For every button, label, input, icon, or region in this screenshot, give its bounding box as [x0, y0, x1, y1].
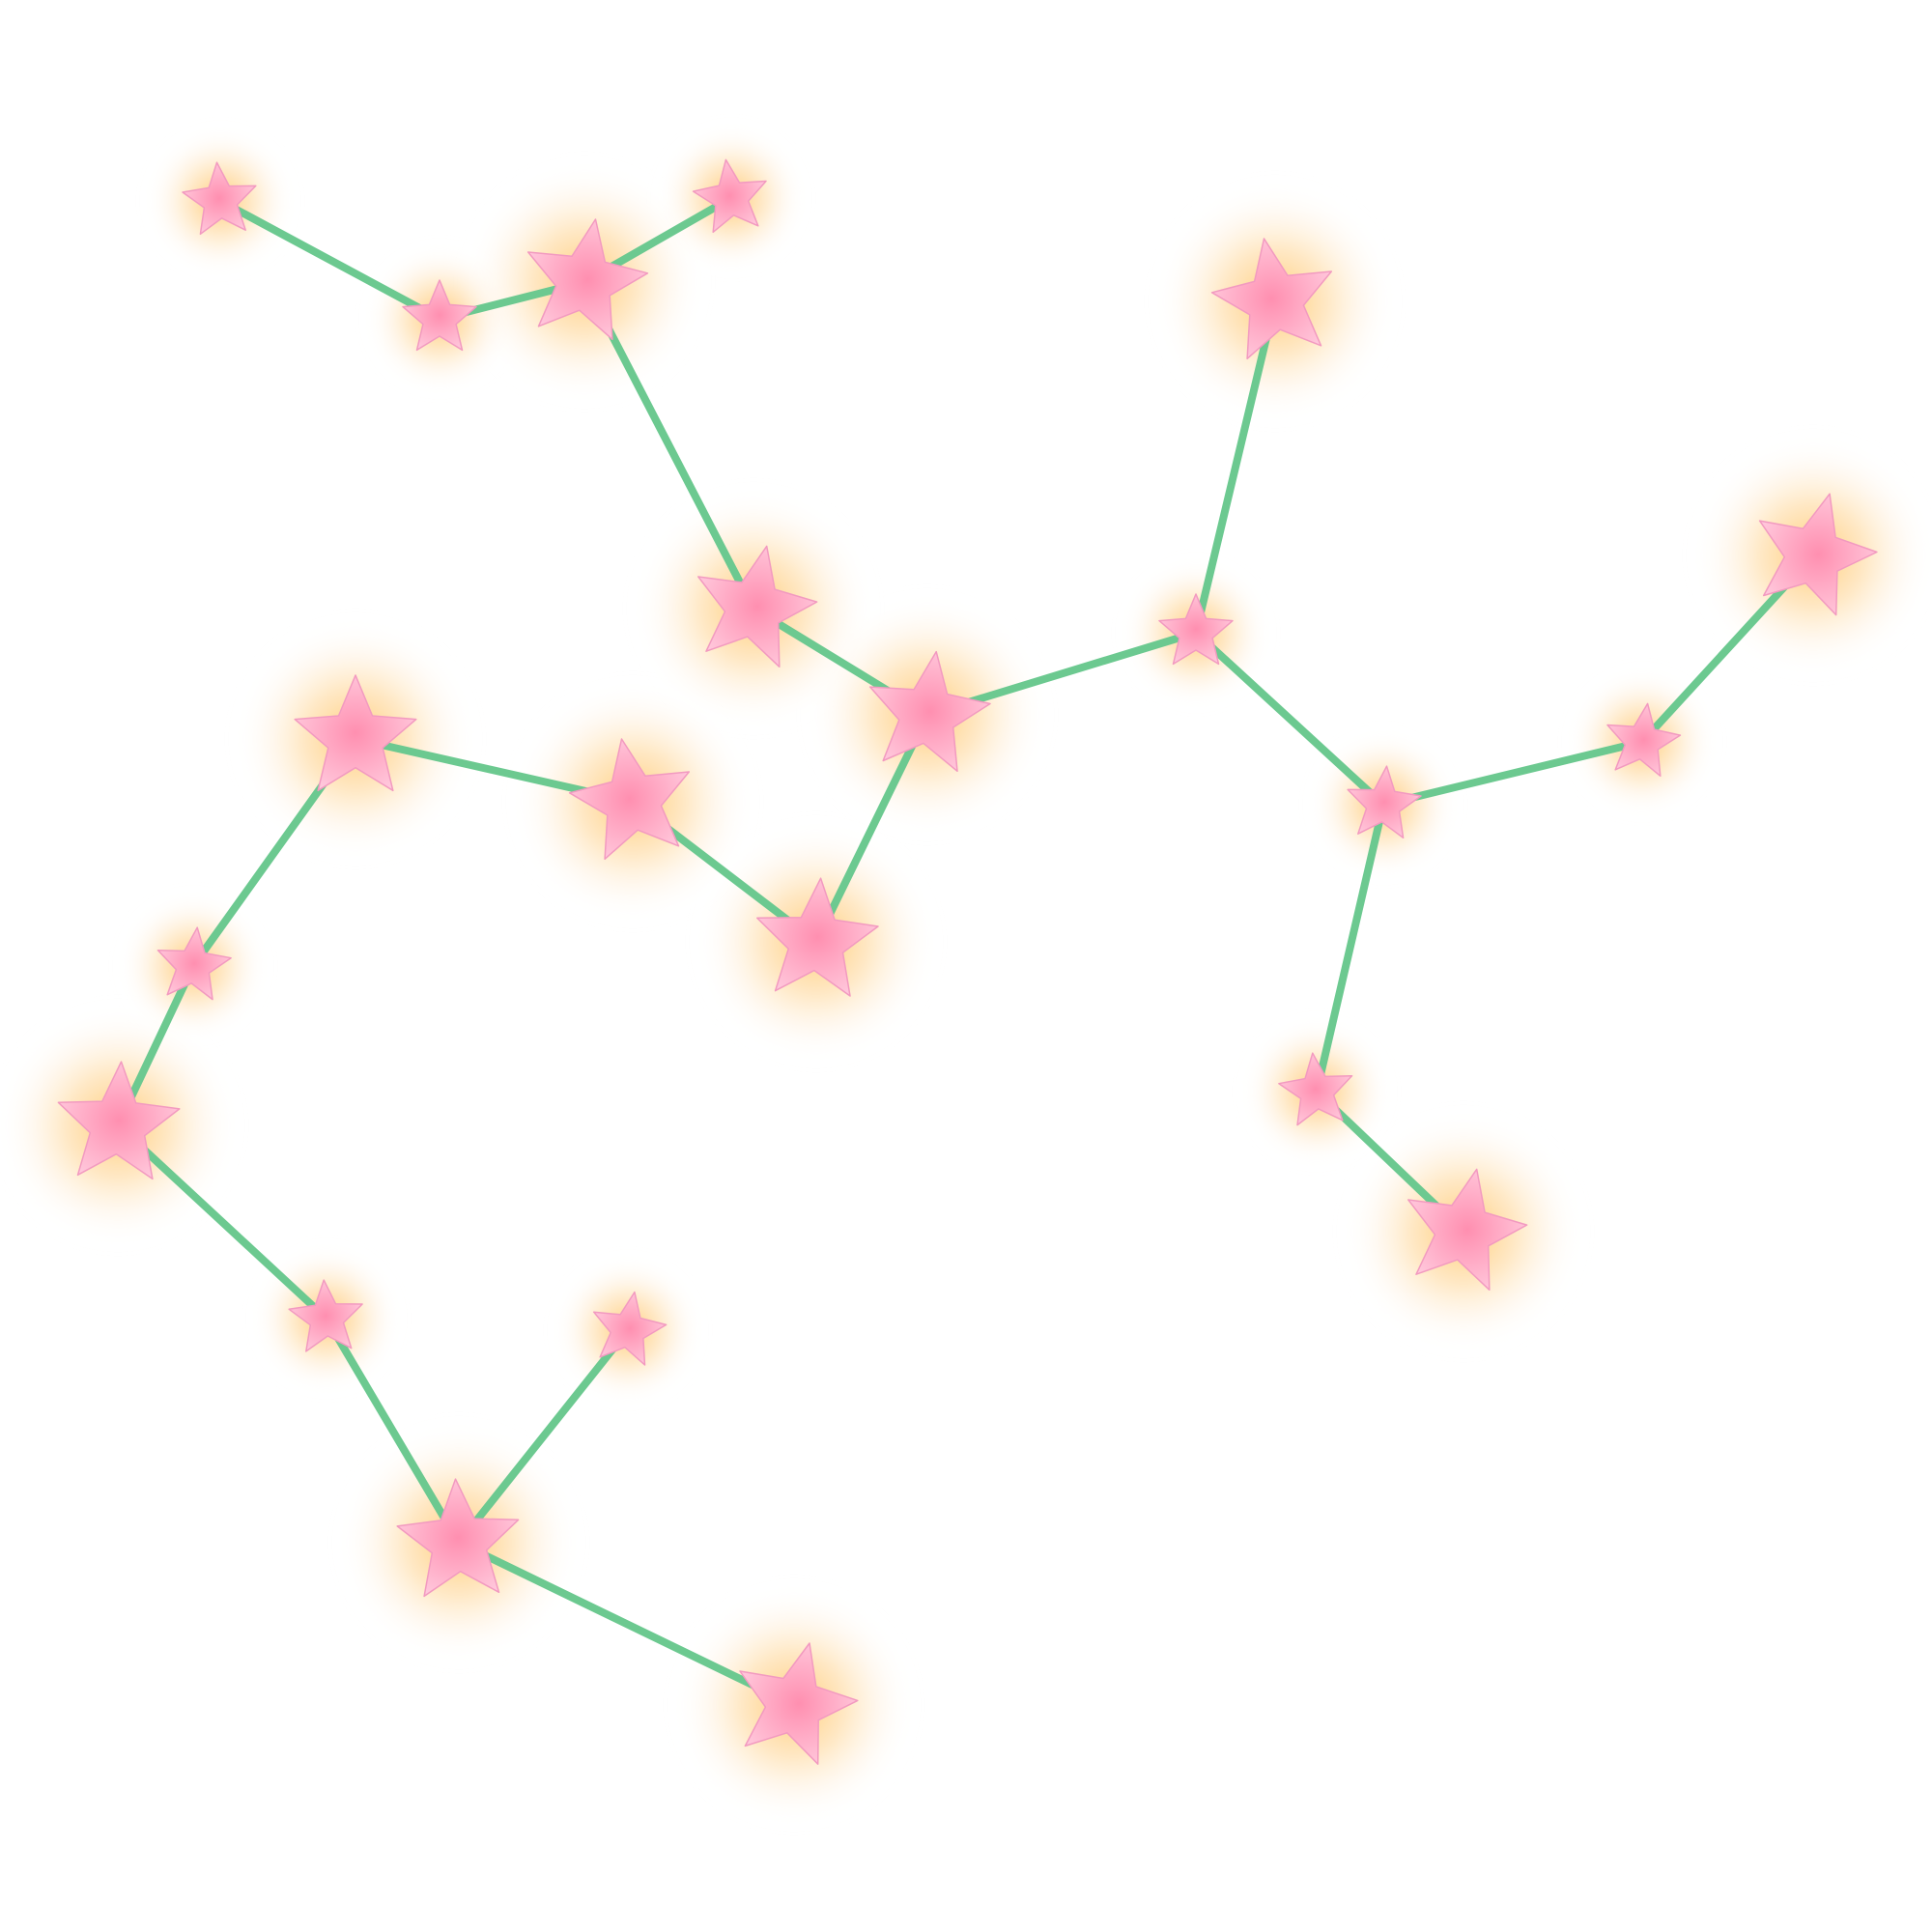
edge-n19-n22	[323, 1315, 463, 1547]
edge-n7-n8	[1192, 298, 1279, 637]
star-node-n9	[1758, 493, 1878, 616]
star-node-n24	[739, 1642, 859, 1765]
edge-n1-n2	[216, 197, 443, 323]
star-node-n1	[182, 161, 257, 236]
star-node-n8	[1210, 238, 1333, 360]
edge-n10-n13	[1313, 801, 1387, 1095]
edge-n22-n21	[455, 1326, 632, 1547]
edge-n6-n15	[812, 711, 931, 946]
star-node-n19	[288, 1279, 363, 1352]
star-node-n12	[1606, 702, 1682, 778]
star-node-n15	[756, 877, 879, 997]
star-node-n16	[568, 738, 691, 861]
star-node-n10	[1347, 765, 1422, 839]
star-node-n14	[1407, 1168, 1528, 1292]
star-node-n13	[1278, 1052, 1353, 1126]
edge-n20-n19	[114, 1122, 330, 1322]
star-node-n7	[1158, 593, 1234, 666]
star-node-n3	[526, 218, 649, 341]
star-node-n2	[402, 279, 477, 352]
star-layer	[57, 158, 1878, 1765]
glow-layer	[0, 125, 1932, 1827]
star-node-n5	[697, 545, 818, 668]
star-node-n21	[592, 1291, 668, 1366]
star-node-n18	[294, 674, 417, 792]
star-node-n17	[156, 926, 232, 1001]
edge-n10-n12	[1379, 738, 1646, 809]
star-node-n20	[57, 1061, 181, 1180]
edge-n22-n24	[455, 1539, 798, 1709]
edge-n7-n10	[1192, 629, 1387, 809]
star-node-n4	[692, 158, 767, 234]
star-node-n6	[868, 650, 991, 773]
star-node-n22	[396, 1478, 520, 1598]
